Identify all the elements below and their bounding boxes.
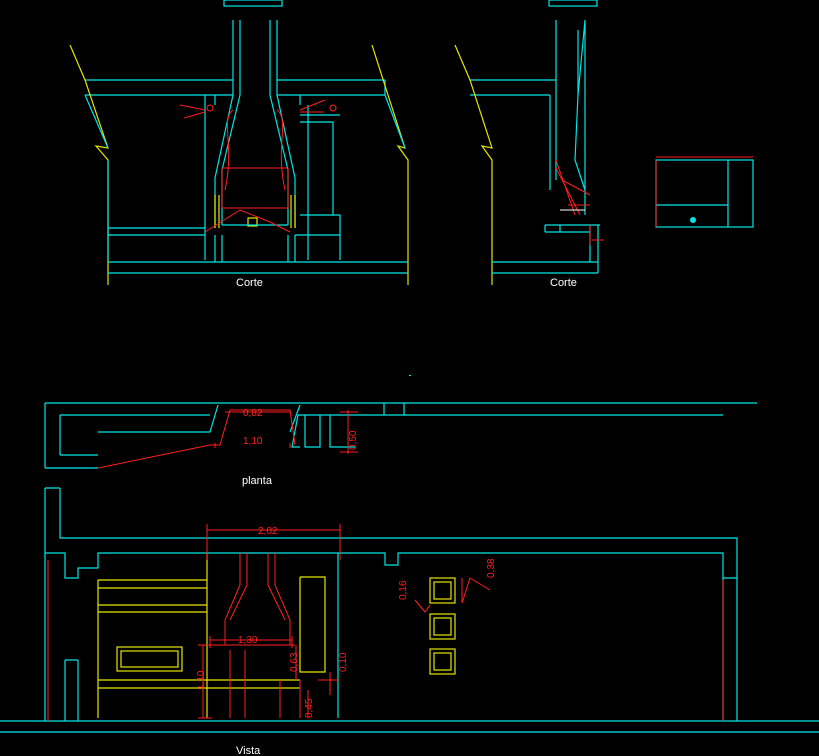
- elev-dim-base: 0,45: [304, 698, 315, 718]
- plan-dim-width: 1,10: [243, 436, 263, 447]
- window-dim-gap: 0,16: [398, 580, 409, 600]
- section-left-label: Corte: [236, 277, 263, 289]
- elev-dim-height: 1,10: [196, 670, 207, 690]
- detail-box: [655, 156, 754, 228]
- window-dim-size: 0,38: [486, 558, 497, 578]
- section-left: Corte: [69, 0, 409, 289]
- section-right: Corte: [454, 0, 604, 289]
- plan-dim-depth: 0,50: [348, 430, 359, 450]
- elevation-view: 2,02 1,30 1,10 0,63 0,45 0,10 0,16 0,38 …: [0, 487, 819, 756]
- elev-dim-step: 0,10: [338, 652, 349, 672]
- elev-dim-opening: 1,30: [238, 635, 258, 646]
- plan-dim-top: 0,82: [243, 408, 263, 419]
- plan-view: 0,82 1,10 0,50 planta: [44, 402, 757, 487]
- section-right-label: Corte: [550, 277, 577, 289]
- elev-dim-total: 2,02: [258, 526, 278, 537]
- elev-dim-side: 0,63: [289, 652, 300, 672]
- plan-label: planta: [242, 475, 273, 487]
- elevation-label: Vista: [236, 745, 261, 756]
